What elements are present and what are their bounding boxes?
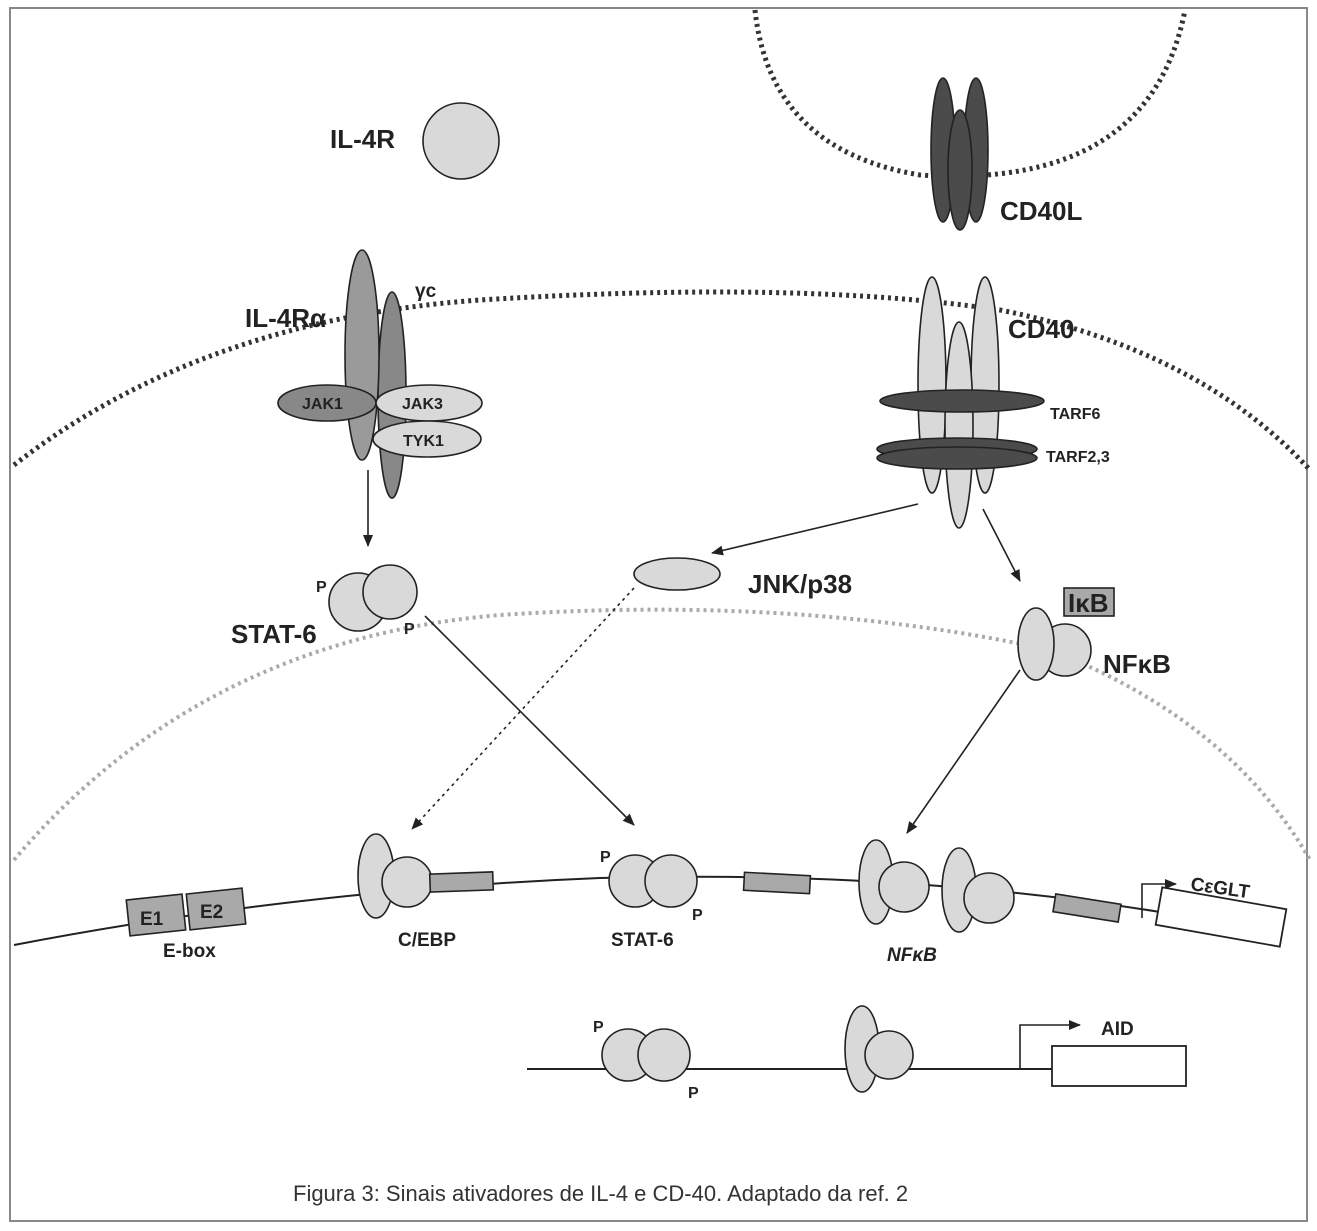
figure-frame bbox=[9, 7, 1308, 1222]
tarf6-label: TARF6 bbox=[1050, 406, 1100, 423]
il4r-label: IL-4R bbox=[330, 124, 395, 154]
ceglt-gene bbox=[1154, 886, 1288, 948]
e2-label: E2 bbox=[200, 902, 223, 923]
stat6-cyto-label: STAT-6 bbox=[231, 619, 317, 649]
e1-label: E1 bbox=[140, 909, 164, 930]
cebp-small bbox=[381, 856, 433, 908]
nfkb-dna-label: NFκB bbox=[887, 945, 937, 966]
stat6-dna-b bbox=[644, 854, 698, 908]
gamma-c-label: γc bbox=[415, 281, 437, 302]
arrow-cd40-to-jnk bbox=[711, 503, 919, 556]
aid-tss-arrow bbox=[1019, 1020, 1081, 1069]
t-cell-membrane bbox=[752, 9, 1188, 179]
ceglt-tss-arrow bbox=[1141, 879, 1177, 918]
arrow-cd40-to-nfkb bbox=[982, 508, 1021, 582]
jnk-label: JNK/p38 bbox=[748, 569, 852, 599]
tyk1-label: TYK1 bbox=[403, 433, 444, 450]
figure-caption: Figura 3: Sinais ativadores de IL-4 e CD… bbox=[293, 1181, 908, 1206]
nfkb-dna-2-small bbox=[963, 872, 1015, 924]
cd40l-label: CD40L bbox=[1000, 196, 1082, 226]
jak1-label: JAK1 bbox=[302, 396, 343, 413]
arrow-jnk-to-cebp bbox=[411, 587, 635, 830]
il4ra-chain bbox=[344, 249, 380, 461]
ikb-box bbox=[1063, 587, 1115, 617]
nuclear-membrane bbox=[12, 607, 1312, 862]
cd40-label: CD40 bbox=[1008, 314, 1074, 344]
nfkb-cyto-label: NFκB bbox=[1103, 649, 1171, 679]
arrow-stat6-to-dna bbox=[424, 615, 635, 826]
arrow-nfkb-to-dna bbox=[906, 669, 1021, 834]
stat6-aid-b bbox=[637, 1028, 691, 1082]
ikb-label: IκB bbox=[1068, 588, 1109, 618]
p-cyto-1-label: P bbox=[316, 579, 327, 596]
p-aid-1-label: P bbox=[593, 1019, 604, 1036]
cebp-label: C/EBP bbox=[398, 930, 456, 951]
p-aid-2-label: P bbox=[688, 1085, 699, 1102]
p-cyto-2-label: P bbox=[404, 621, 415, 638]
jak3-label: JAK3 bbox=[402, 396, 443, 413]
b-cell-membrane bbox=[12, 289, 1312, 472]
nfkb-cyto-large bbox=[1017, 607, 1055, 681]
tyk1 bbox=[372, 420, 482, 458]
cebp-site bbox=[428, 871, 495, 893]
tarf23-b bbox=[876, 446, 1038, 470]
dna-site-right bbox=[1052, 893, 1122, 923]
stat6-dna-label: STAT-6 bbox=[611, 930, 674, 951]
e1-box bbox=[125, 893, 187, 937]
jnk-p38 bbox=[633, 557, 721, 591]
ebox-label: E-box bbox=[163, 941, 216, 962]
tarf23-label: TARF2,3 bbox=[1046, 449, 1110, 466]
p-dna-1-label: P bbox=[600, 849, 611, 866]
aid-label: AID bbox=[1101, 1019, 1134, 1040]
nfkb-dna-1-small bbox=[878, 861, 930, 913]
nfkb-aid-small bbox=[864, 1030, 914, 1080]
stat6-cyto-b bbox=[362, 564, 418, 620]
il4r-ligand bbox=[422, 102, 500, 180]
p-dna-2-label: P bbox=[692, 907, 703, 924]
il4ra-label: IL-4Rα bbox=[245, 303, 326, 333]
e2-box bbox=[185, 887, 247, 931]
tarf6 bbox=[879, 389, 1045, 413]
cd40l-subunit-center bbox=[947, 109, 973, 231]
aid-gene bbox=[1051, 1045, 1187, 1087]
dna-site-middle bbox=[742, 871, 812, 895]
cd40-subunit-center bbox=[944, 321, 974, 529]
